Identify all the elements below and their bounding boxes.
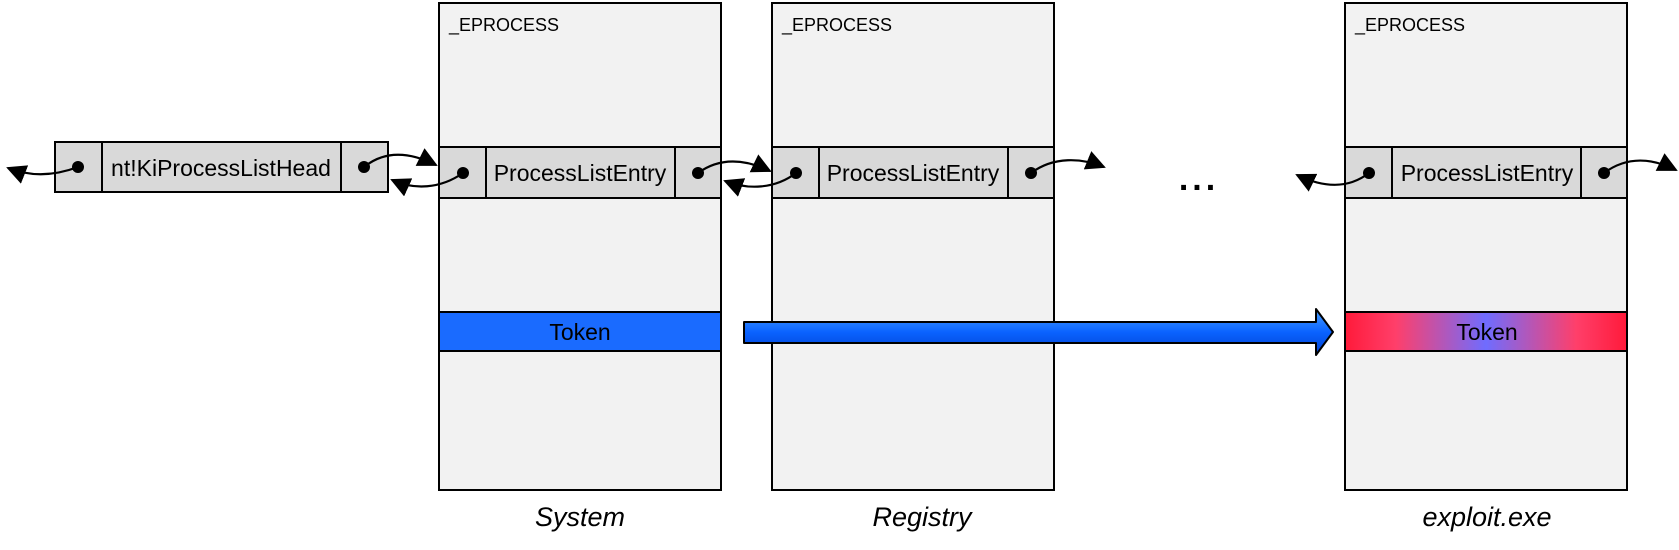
eprocess-system-struct-label: _EPROCESS (448, 15, 559, 36)
registry-blink-arrow (723, 172, 797, 197)
link-arrows (6, 148, 1678, 197)
eprocess-exploit-entry-label: ProcessListEntry (1401, 160, 1574, 186)
registry-flink-arrow (1030, 151, 1106, 174)
eprocess-system-entry-label: ProcessListEntry (494, 160, 667, 186)
head-blink-arrow (6, 165, 79, 184)
head-flink-arrow (363, 148, 438, 168)
eprocess-exploit-list-entry: ProcessListEntry (1344, 146, 1628, 199)
system-flink-arrow (697, 154, 772, 174)
exploit-blink-arrow (1295, 172, 1370, 192)
eprocess-exploit-struct-label: _EPROCESS (1354, 15, 1465, 36)
eprocess-registry-list-entry: ProcessListEntry (771, 146, 1055, 199)
eprocess-exploit-token-label: Token (1456, 319, 1517, 345)
list-head-node: nt!KiProcessListHead (54, 141, 389, 193)
list-head-label: nt!KiProcessListHead (111, 155, 331, 181)
eprocess-registry: _EPROCESS ProcessListEntry Registry (771, 2, 1055, 532)
eprocess-system: _EPROCESS ProcessListEntry Token System (438, 2, 722, 532)
eprocess-system-caption: System (535, 502, 625, 532)
eprocess-system-token: Token (438, 311, 722, 352)
eprocess-system-list-entry: ProcessListEntry (438, 146, 722, 199)
eprocess-registry-entry-label: ProcessListEntry (827, 160, 1000, 186)
exploit-flink-arrow (1603, 153, 1678, 174)
eprocess-registry-caption: Registry (872, 502, 973, 532)
eprocess-exploit-token: Token (1344, 311, 1628, 352)
eprocess-exploit: _EPROCESS ProcessListEntry Token exploit… (1344, 2, 1628, 532)
eprocess-registry-struct-label: _EPROCESS (781, 15, 892, 36)
eprocess-system-token-label: Token (549, 319, 610, 345)
ellipsis: ... (1179, 160, 1219, 198)
token-copy-arrow (743, 308, 1334, 356)
eprocess-exploit-caption: exploit.exe (1422, 502, 1551, 532)
system-blink-arrow (390, 172, 464, 197)
